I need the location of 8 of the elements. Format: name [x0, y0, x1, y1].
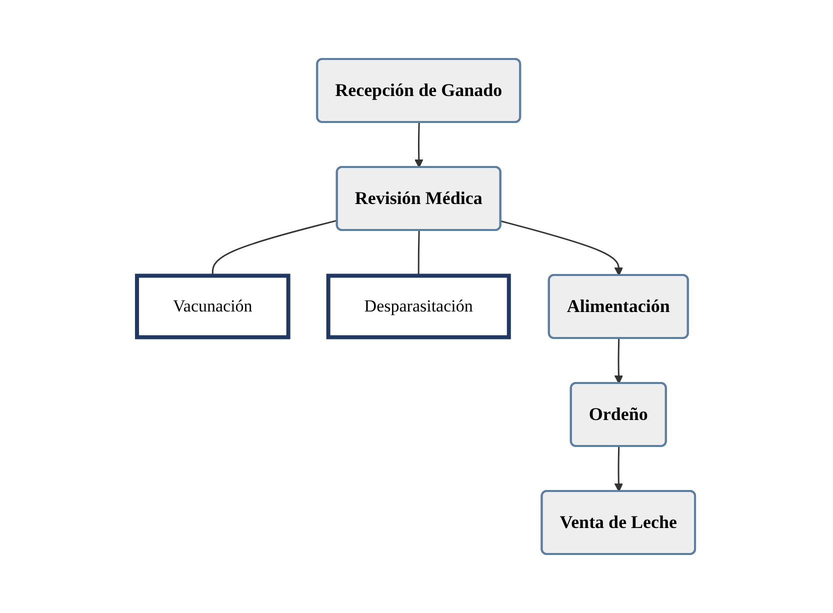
node-box: Desparasitación: [326, 274, 512, 340]
arrow: [614, 338, 624, 384]
connector: [212, 220, 338, 276]
arrow: [415, 122, 424, 168]
connector: [418, 230, 420, 276]
node-box: Vacunación: [135, 274, 291, 340]
arrow: [614, 446, 624, 492]
arrow: [501, 220, 624, 276]
